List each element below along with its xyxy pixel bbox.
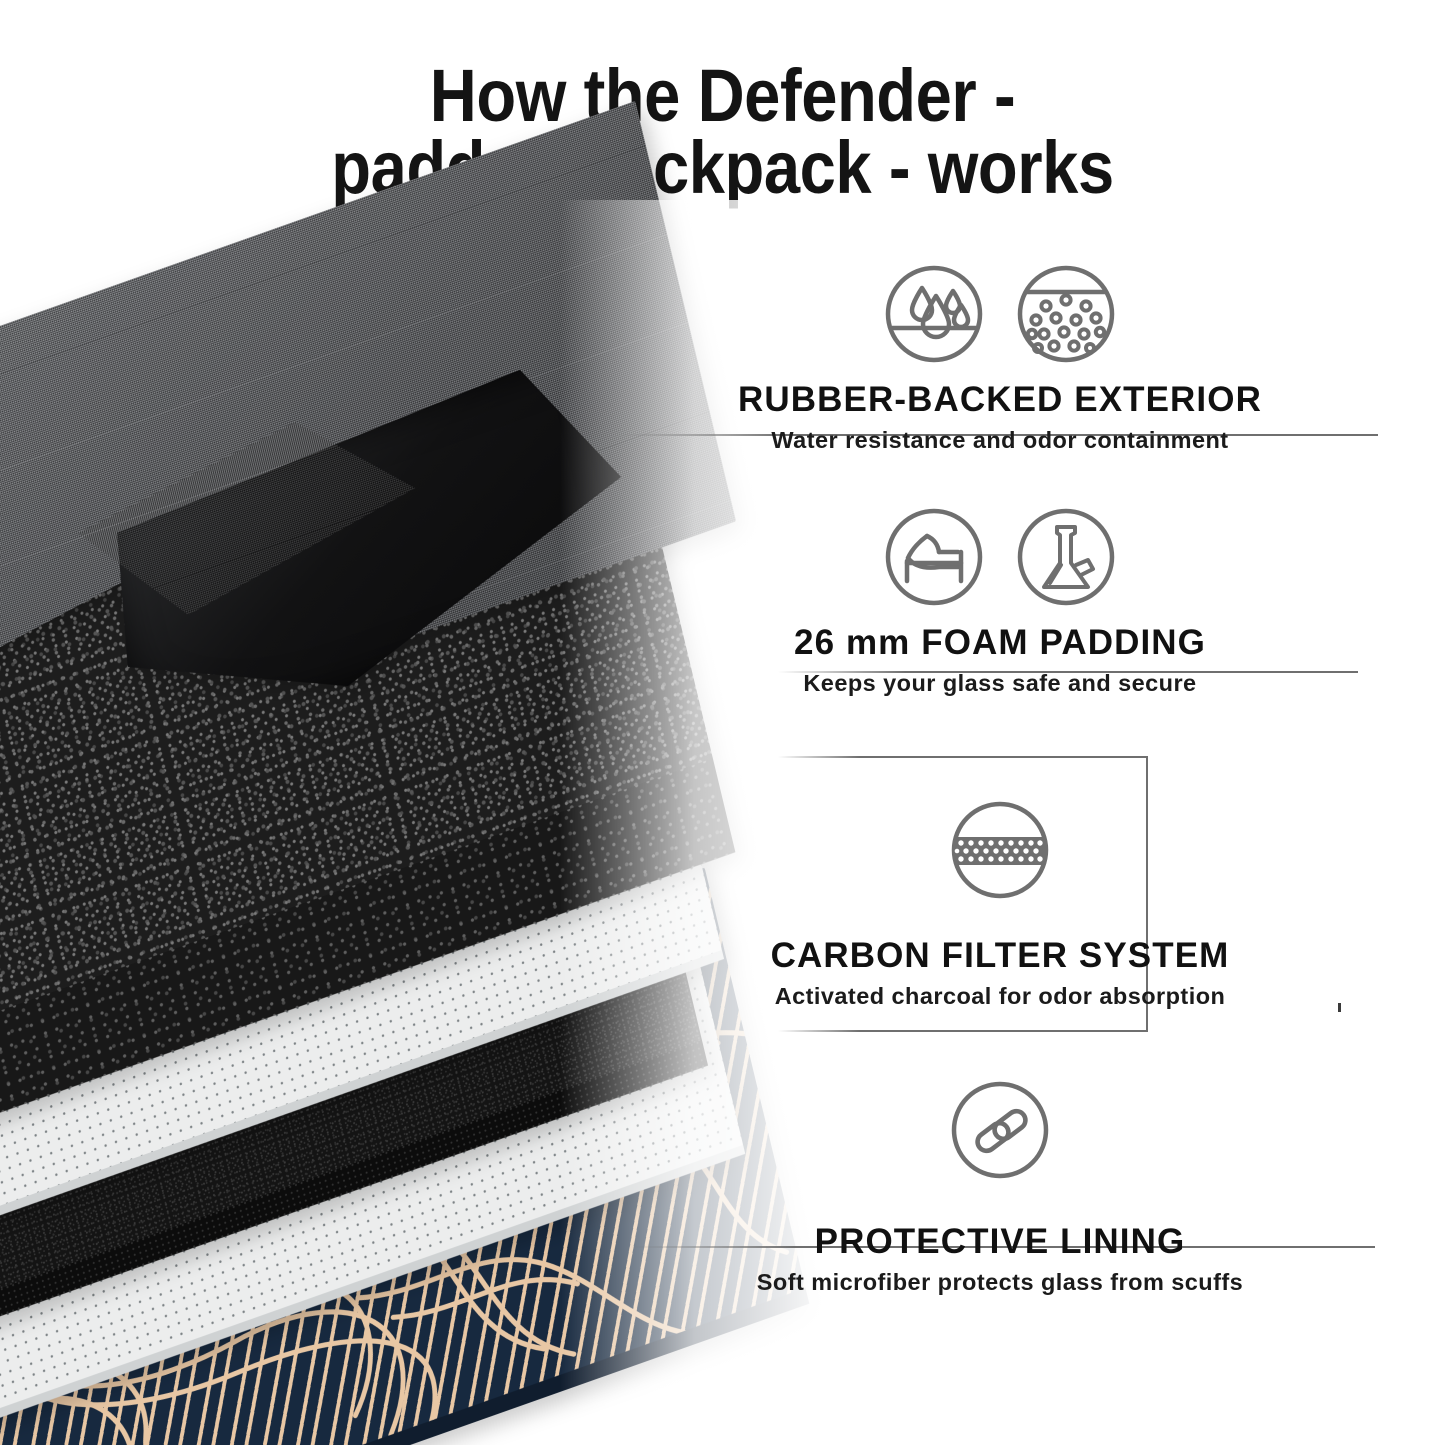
connector-rule-exterior: [618, 434, 1378, 436]
feature-icons-foam: [600, 505, 1400, 609]
page-title-line-1: How the Defender -: [429, 54, 1016, 137]
feature-subtitle-carbon: Activated charcoal for odor absorption: [774, 983, 1226, 1009]
connector-rule-foam: [778, 671, 1358, 673]
feature-protective-lining: PROTECTIVE LINING Soft microfiber protec…: [600, 1078, 1400, 1296]
connector-rule-carbon-top: [778, 756, 1148, 758]
water-droplets-icon: [882, 262, 986, 366]
feature-icons-exterior: [600, 262, 1400, 366]
page-title-line-2: padded backpack - works: [331, 125, 1114, 209]
feature-title-lining: PROTECTIVE LINING: [814, 1222, 1186, 1261]
connector-rule-carbon-bottom: [778, 1030, 1148, 1032]
feature-title-exterior: RUBBER-BACKED EXTERIOR: [738, 380, 1262, 419]
glass-beaker-icon: [1014, 505, 1118, 609]
odor-particles-icon: [1014, 262, 1118, 366]
carbon-mesh-icon: [948, 798, 1052, 902]
feature-title-carbon: CARBON FILTER SYSTEM: [770, 936, 1230, 975]
page-title: How the Defender - padded backpack - wor…: [87, 54, 1359, 209]
feature-subtitle-foam: Keeps your glass safe and secure: [803, 670, 1197, 696]
feature-rubber-backed-exterior: RUBBER-BACKED EXTERIOR Water resistance …: [600, 262, 1400, 454]
carbon-tick-mark: [1338, 1003, 1341, 1012]
feature-icons-carbon: [600, 798, 1400, 902]
product-layer-stack: [0, 248, 840, 1445]
connector-rule-carbon-vertical: [1146, 756, 1148, 1032]
feature-subtitle-exterior: Water resistance and odor containment: [771, 427, 1229, 453]
feature-subtitle-lining: Soft microfiber protects glass from scuf…: [756, 1269, 1244, 1295]
feature-foam-padding: 26 mm FOAM PADDING Keeps your glass safe…: [600, 505, 1400, 697]
cushion-padding-icon: [882, 505, 986, 609]
connector-rule-lining: [630, 1246, 1375, 1248]
feature-icons-lining: [600, 1078, 1400, 1182]
chain-link-icon: [948, 1078, 1052, 1182]
feature-title-foam: 26 mm FOAM PADDING: [794, 623, 1206, 662]
feature-carbon-filter: CARBON FILTER SYSTEM Activated charcoal …: [600, 798, 1400, 1010]
